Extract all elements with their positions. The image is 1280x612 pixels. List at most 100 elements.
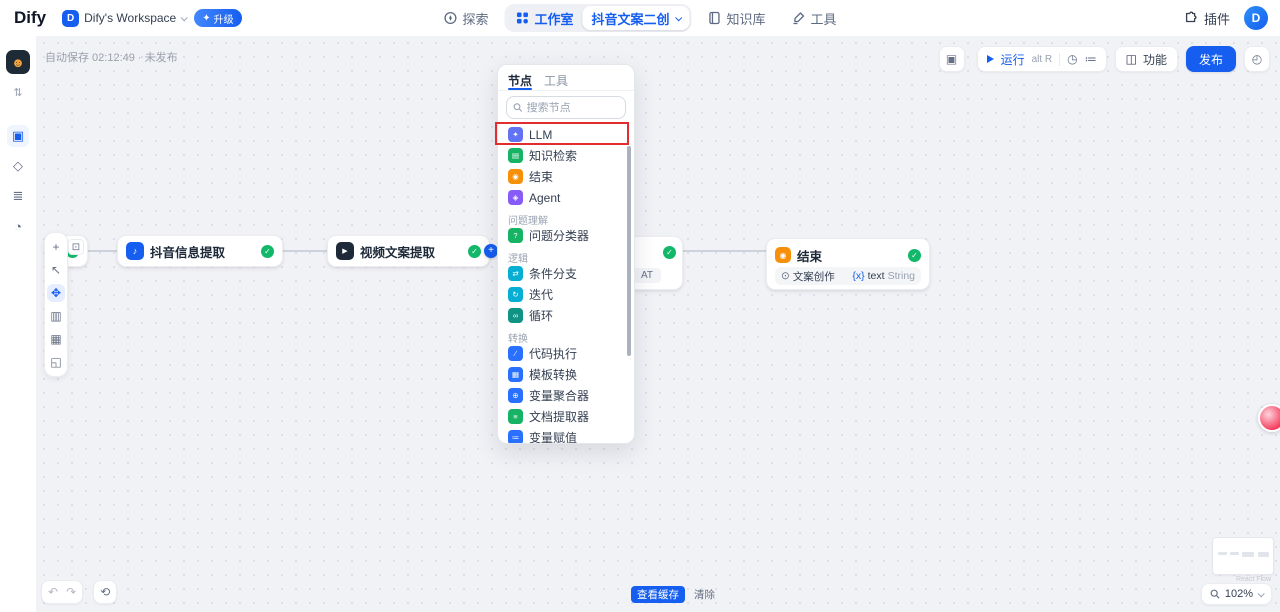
minimap[interactable]	[1212, 537, 1274, 575]
panel-item-code[interactable]: ∕代码执行	[506, 343, 626, 364]
puzzle-icon	[1185, 11, 1197, 23]
dify-logo: Dify	[14, 8, 47, 27]
publish-button[interactable]: 发布	[1185, 46, 1236, 72]
undo-redo-group: ↶ ↷ ⟲	[41, 580, 118, 604]
tab-tools[interactable]: 工具	[544, 74, 569, 88]
nav-explore[interactable]: 探索	[433, 5, 498, 31]
panel-item-label: 结束	[529, 170, 554, 184]
output-icon: ⊙	[781, 270, 790, 282]
video-node-icon: ▶	[336, 242, 354, 260]
cache-controls: 查看缓存 清除	[631, 586, 715, 603]
end-icon: ◉	[508, 169, 523, 184]
run-group: 运行 alt R ◷ ≔	[976, 46, 1107, 72]
orchestrate-icon: ▣	[11, 128, 25, 143]
promo-badge[interactable]	[1258, 404, 1280, 432]
panel-item-knowledge-retrieval[interactable]: ▤知识检索	[506, 145, 626, 166]
node-douyin-extract[interactable]: ♪ 抖音信息提取 ✓	[117, 235, 283, 267]
panel-item-variable-assigner[interactable]: ≔ 变量赋值	[506, 427, 626, 444]
view-cache-button[interactable]: 查看缓存	[631, 586, 685, 603]
studio-icon	[516, 12, 528, 24]
sidebar-item-logs[interactable]: ≣	[7, 185, 29, 207]
version-history-button[interactable]: ◴	[1244, 46, 1270, 72]
workspace-selector[interactable]: D Dify's Workspace	[62, 9, 188, 27]
nav-tools[interactable]: 工具	[782, 5, 847, 31]
sidebar-item-orchestrate[interactable]: ▣	[7, 125, 29, 147]
layout-icon: ▦	[50, 332, 62, 346]
panel-item-label: Agent	[529, 190, 561, 205]
zoom-control[interactable]: 102%	[1200, 583, 1272, 605]
end-node-icon: ◉	[775, 247, 791, 263]
zoom-level: 102%	[1224, 588, 1253, 600]
panel-item-doc-extractor[interactable]: ≡文档提取器	[506, 406, 626, 427]
nav-current-app[interactable]: 抖音文案二创	[582, 6, 690, 30]
add-node-button[interactable]: +	[484, 244, 498, 258]
sidebar-item-monitoring[interactable]: ◔	[7, 215, 29, 237]
loop-icon: ∞	[508, 308, 523, 323]
organize-blocks-button[interactable]: ▦	[47, 330, 65, 348]
compass-icon	[444, 11, 457, 25]
end-output-row: ⊙ 文案创作 {x} text String	[775, 267, 921, 285]
panel-item-iteration[interactable]: ↻迭代	[506, 284, 626, 305]
panel-item-end[interactable]: ◉ 结束	[506, 166, 626, 187]
run-button[interactable]: 运行	[1000, 52, 1025, 67]
success-badge: ✓	[261, 244, 274, 258]
variable-badge: {x}	[852, 270, 865, 282]
fit-view-button[interactable]: ◱	[47, 353, 65, 371]
workflow-canvas[interactable]: 自动保存 02:12:49 · 未发布 ▣ 运行 alt R ◷ ≔ ◫ 功能 …	[37, 36, 1280, 612]
checklist-button[interactable]: ▣	[938, 46, 965, 72]
panel-item-llm[interactable]: ✦LLM	[506, 124, 626, 145]
features-button[interactable]: ◫ 功能	[1114, 46, 1178, 72]
change-history-button[interactable]: ⟲	[93, 580, 118, 604]
user-avatar[interactable]: D	[1244, 6, 1268, 30]
nav-knowledge[interactable]: 知识库	[698, 5, 776, 31]
run-history-button[interactable]: ◷	[1067, 52, 1078, 66]
panel-item-label: 代码执行	[529, 347, 578, 361]
search-box	[506, 96, 626, 119]
nav-studio[interactable]: 工作室	[506, 9, 582, 28]
node-title: 结束	[797, 249, 823, 264]
app-sidebar: ☻ ⇅ ▣ ◇ ≣ ◔	[0, 36, 37, 612]
chevron-down-icon	[675, 13, 683, 21]
pointer-icon: ↖	[50, 263, 62, 277]
success-badge: ✓	[663, 246, 676, 259]
panel-item-agent[interactable]: ◈Agent	[506, 187, 626, 208]
panel-scrollbar[interactable]	[627, 146, 631, 356]
node-video-extract[interactable]: ▶ 视频文案提取 ✓	[327, 235, 490, 267]
media-button[interactable]: ▥	[47, 307, 65, 325]
panel-item-loop[interactable]: ∞循环	[506, 305, 626, 326]
panel-item-question-classifier[interactable]: ?问题分类器	[506, 225, 626, 246]
clear-button[interactable]: 清除	[694, 589, 715, 601]
knowledge-retrieval-icon: ▤	[508, 148, 523, 163]
step-run-button[interactable]: ≔	[1084, 52, 1097, 66]
app-avatar[interactable]: ☻	[6, 50, 30, 74]
tab-nodes[interactable]: 节点	[508, 71, 533, 90]
plugins-button[interactable]: 插件	[1185, 9, 1230, 28]
panel-item-if-else[interactable]: ⇄条件分支	[506, 263, 626, 284]
search-input[interactable]	[526, 101, 619, 114]
add-note-button[interactable]: ⊡	[68, 239, 84, 255]
add-block-button[interactable]: +	[47, 238, 65, 256]
node-end[interactable]: ◉ 结束 ✓ ⊙ 文案创作 {x} text String	[766, 238, 930, 290]
success-badge: ✓	[908, 248, 921, 262]
plus-icon: +	[52, 240, 60, 254]
redo-button[interactable]: ↷	[66, 585, 77, 599]
edge	[682, 250, 766, 252]
api-icon: ◇	[13, 158, 23, 173]
panel-item-label: 变量赋值	[529, 431, 578, 444]
undo-button[interactable]: ↶	[48, 585, 59, 599]
panel-item-label: 文档提取器	[529, 410, 590, 424]
chevron-down-icon	[1257, 589, 1265, 597]
hand-mode-button[interactable]: ✥	[47, 284, 65, 302]
app-switcher-icon[interactable]: ⇅	[13, 87, 23, 99]
if-else-icon: ⇄	[508, 266, 523, 281]
panel-item-variable-aggregator[interactable]: ⊕变量聚合器	[506, 385, 626, 406]
pointer-mode-button[interactable]: ↖	[47, 261, 65, 279]
panel-item-label: 迭代	[529, 288, 554, 302]
model-tag: AT	[633, 268, 662, 283]
upgrade-button[interactable]: ✦ 升级	[194, 9, 242, 27]
knowledge-icon	[709, 11, 720, 25]
panel-item-template-transform[interactable]: ▦模板转换	[506, 364, 626, 385]
sidebar-item-api[interactable]: ◇	[7, 155, 29, 177]
variable-assigner-icon: ≔	[508, 430, 523, 443]
nav-studio-group: 工作室 抖音文案二创	[504, 4, 692, 32]
